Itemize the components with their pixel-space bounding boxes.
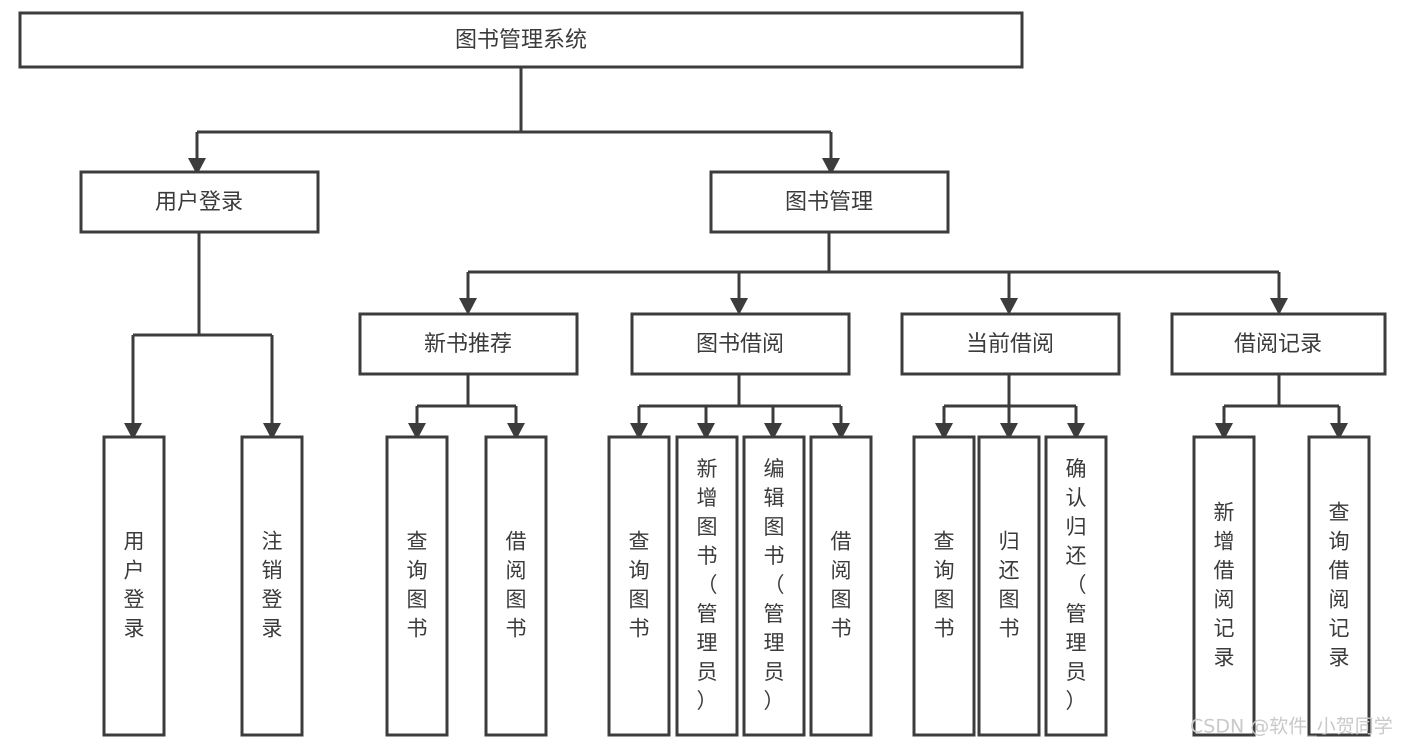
node-record-box[interactable] [1170,312,1387,376]
arrow-head-to-leaf9 [935,423,953,440]
connector-group-login [124,232,281,440]
connector-group-bookmgmt [459,232,1288,315]
node-leaf5-label: 查询图书 [629,530,650,641]
connector-group-root [188,67,840,175]
arrow-head-to-login [188,158,206,175]
connector-current-trunk [942,374,1078,425]
node-bookmgmt-box[interactable] [709,170,950,234]
node-leaf9[interactable]: 查询图书 [912,435,976,737]
node-leaf13-box[interactable] [1307,435,1371,737]
node-borrow-label: 图书借阅 [696,332,784,357]
node-current-box[interactable] [900,312,1121,376]
node-newbook-label: 新书推荐 [424,332,512,357]
node-borrow-box[interactable] [630,312,851,376]
node-leaf2[interactable]: 注销登录 [240,435,304,737]
node-leaf11-box[interactable] [1044,435,1108,737]
node-leaf7[interactable]: 编辑图书（管理员） [742,435,806,737]
node-leaf10-box[interactable] [977,435,1041,737]
node-newbook-box[interactable] [358,312,579,376]
arrow-head-to-leaf7 [764,423,782,440]
node-current-label: 当前借阅 [966,332,1054,357]
connector-group-borrow [630,374,850,440]
node-leaf2-label: 注销登录 [262,530,283,641]
node-login-box[interactable] [79,170,320,234]
arrow-head-to-leaf6 [697,423,715,440]
node-leaf5[interactable]: 查询图书 [607,435,671,737]
connector-borrow-trunk [637,374,843,425]
node-leaf13-label: 查询借阅记录 [1329,501,1350,670]
node-login-label: 用户登录 [155,190,243,215]
arrow-head-to-leaf10 [1000,423,1018,440]
csdn-watermark: CSDN @软件_小贺同学 [1190,716,1393,738]
node-bookmgmt-label: 图书管理 [785,190,873,215]
connector-record-trunk [1222,374,1341,425]
connector-group-newbook [408,374,525,440]
node-leaf9-label: 查询图书 [934,530,955,641]
node-bookmgmt[interactable]: 图书管理 [709,170,950,234]
node-leaf11[interactable]: 确认归还（管理员） [1044,435,1108,737]
node-leaf12[interactable]: 新增借阅记录 [1192,435,1256,737]
node-record[interactable]: 借阅记录 [1170,312,1387,376]
node-leaf6-box[interactable] [675,435,739,737]
arrow-head-to-leaf5 [630,423,648,440]
connector-group-current [935,374,1085,440]
node-leaf13[interactable]: 查询借阅记录 [1307,435,1371,737]
arrow-head-to-leaf11 [1067,423,1085,440]
node-root-box[interactable] [18,11,1024,69]
arrow-head-to-borrow [730,298,748,315]
arrow-head-to-current [1000,298,1018,315]
node-leaf1-box[interactable] [102,435,166,737]
node-leaf1-label: 用户登录 [124,530,145,641]
node-leaf8-label: 借阅图书 [831,530,852,641]
arrow-head-to-leaf3 [408,423,426,440]
arrow-head-to-leaf8 [832,423,850,440]
arrow-head-to-leaf1 [124,423,142,440]
arrow-head-to-leaf12 [1215,423,1233,440]
arrow-head-to-leaf2 [263,423,281,440]
arrow-head-to-leaf13 [1330,423,1348,440]
node-leaf12-box[interactable] [1192,435,1256,737]
node-leaf9-box[interactable] [912,435,976,737]
node-leaf10-label: 归还图书 [999,530,1020,641]
node-leaf6[interactable]: 新增图书（管理员） [675,435,739,737]
connector-login-trunk [131,232,274,425]
node-leaf4[interactable]: 借阅图书 [484,435,548,737]
connector-group-record [1215,374,1348,440]
node-leaf6-label: 新增图书（管理员） [697,457,718,713]
node-current[interactable]: 当前借阅 [900,312,1121,376]
node-leaf3-label: 查询图书 [407,530,428,641]
node-leaf8[interactable]: 借阅图书 [809,435,873,737]
node-leaf11-label: 确认归还（管理员） [1066,457,1087,713]
node-leaf4-box[interactable] [484,435,548,737]
node-leaf4-label: 借阅图书 [506,530,527,641]
node-root[interactable]: 图书管理系统 [18,11,1024,69]
node-leaf5-box[interactable] [607,435,671,737]
arrow-head-to-bookmgmt [822,158,840,175]
node-record-label: 借阅记录 [1234,332,1322,357]
node-leaf12-label: 新增借阅记录 [1214,501,1235,670]
node-root-label: 图书管理系统 [455,28,587,53]
arrow-head-to-record [1270,298,1288,315]
node-leaf3-box[interactable] [385,435,449,737]
arrow-head-to-leaf4 [507,423,525,440]
node-newbook[interactable]: 新书推荐 [358,312,579,376]
arrow-head-to-newbook [459,298,477,315]
connector-root-trunk [195,67,833,160]
node-leaf8-box[interactable] [809,435,873,737]
node-leaf7-box[interactable] [742,435,806,737]
node-leaf10[interactable]: 归还图书 [977,435,1041,737]
node-leaf2-box[interactable] [240,435,304,737]
node-leaf3[interactable]: 查询图书 [385,435,449,737]
node-borrow[interactable]: 图书借阅 [630,312,851,376]
connector-newbook-trunk [415,374,518,425]
connector-bookmgmt-trunk [466,232,1281,300]
node-leaf1[interactable]: 用户登录 [102,435,166,737]
node-leaf7-label: 编辑图书（管理员） [764,457,785,713]
node-login[interactable]: 用户登录 [79,170,320,234]
